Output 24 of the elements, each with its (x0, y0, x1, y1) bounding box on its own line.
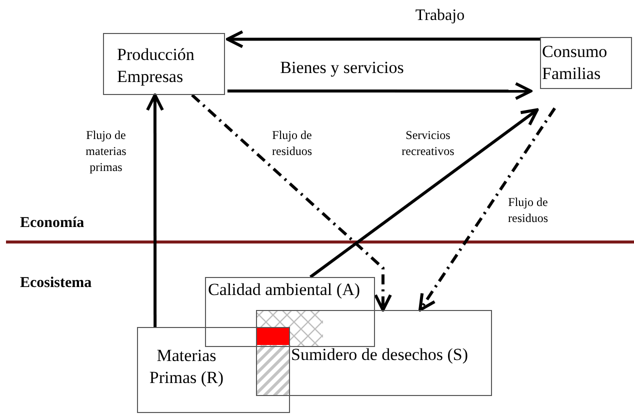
process-box (137, 327, 290, 413)
region-label: Economía (20, 214, 84, 233)
edge-label: Flujo de residuos (507, 194, 549, 226)
arrow (418, 107, 556, 312)
arrow (191, 94, 392, 312)
edge-label: Servicios recreativos (400, 127, 456, 159)
box-label: Consumo Familias (542, 41, 608, 85)
process-box (205, 277, 375, 347)
arrow (227, 82, 532, 100)
box-label: Materias Primas (R) (148, 345, 225, 389)
edge-label: Bienes y servicios (279, 57, 405, 79)
arrow (146, 94, 164, 327)
arrow (310, 108, 539, 278)
box-label: Calidad ambiental (A) (208, 279, 360, 301)
process-box (540, 37, 632, 89)
box-label: Producción Empresas (117, 44, 196, 88)
arrow (226, 30, 540, 48)
process-box (256, 310, 492, 396)
edge-label: Flujo de materias primas (84, 127, 128, 175)
process-box (103, 33, 225, 95)
box-label: Sumidero de desechos (S) (291, 344, 468, 366)
edge-label: Flujo de residuos (271, 127, 313, 159)
edge-label: Trabajo (414, 6, 466, 26)
region-label: Ecosistema (20, 274, 92, 293)
